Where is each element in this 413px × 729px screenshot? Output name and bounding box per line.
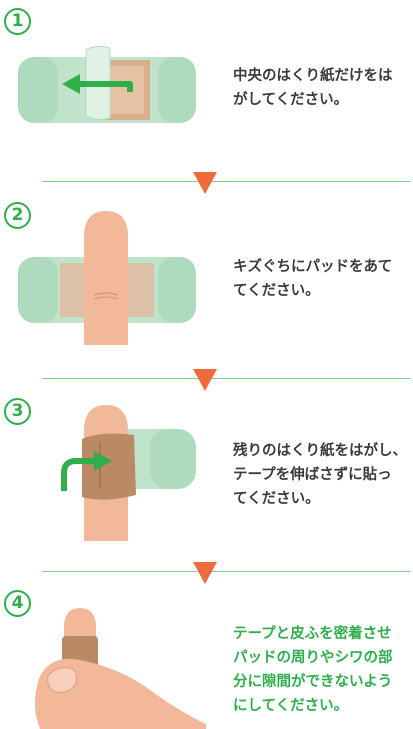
step-3-illustration [61, 405, 196, 541]
down-triangle-icon [193, 369, 217, 391]
step-1-text: 中央のはくり紙だけをは がしてください。 [233, 68, 393, 108]
down-triangle-icon [193, 562, 217, 584]
pressing-hand [35, 658, 206, 729]
separator-3 [42, 571, 410, 572]
step-4-illustration [35, 608, 206, 729]
step-3: 3 残りのはくり紙をはがし、 テープを伸ばさずに貼っ てください。 [0, 391, 413, 551]
step-1: 1 中央のはくり紙だけをは がしてください。 [0, 0, 413, 150]
step-1-illustration [18, 45, 196, 123]
step-2: 2 キズぐちにパッドをあて てください。 [0, 195, 413, 355]
step-4: 4 テープと皮ふを密着させ パッドの周りやシワの部 分に隙間ができないよう にし… [0, 584, 413, 729]
step-2-illustration [18, 211, 196, 345]
step-number-2: 2 [4, 202, 31, 229]
step-number-4: 4 [4, 590, 31, 617]
peel-arrow-icon [78, 81, 133, 92]
step-number-3: 3 [4, 398, 31, 425]
step-3-text: 残りのはくり紙をはがし、 テープを伸ばさずに貼っ てください。 [233, 443, 407, 507]
separator-2 [42, 378, 410, 379]
step-2-text: キズぐちにパッドをあて てください。 [233, 259, 393, 299]
step-4-text: テープと皮ふを密着させ パッドの周りやシワの部 分に隙間ができないよう にしてく… [233, 626, 393, 714]
down-triangle-icon [193, 172, 217, 194]
separator-1 [42, 181, 410, 182]
finger [84, 211, 128, 345]
step-number-1: 1 [4, 8, 31, 35]
wrapped-tape [82, 433, 136, 500]
wrap-arrow-icon [61, 458, 96, 491]
